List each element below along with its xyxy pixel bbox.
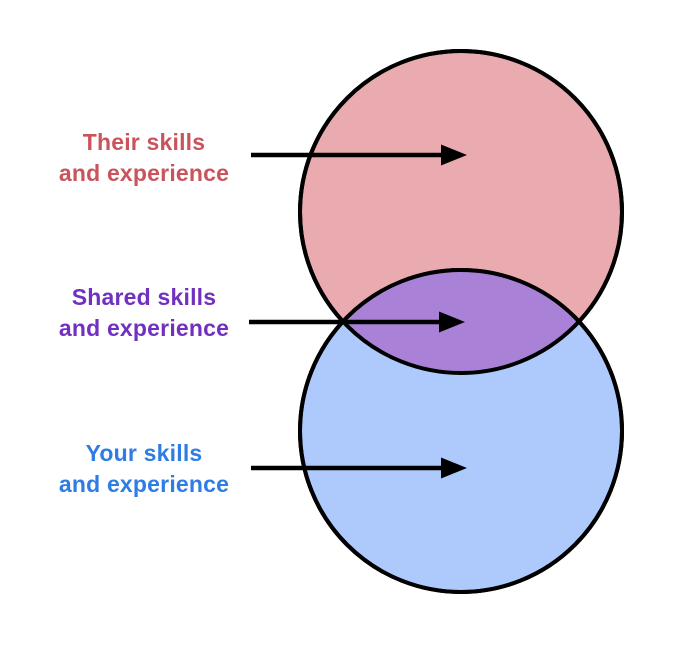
your-arrowhead-icon — [441, 457, 467, 479]
their-arrow — [251, 144, 467, 166]
their-circle-outline — [298, 49, 624, 375]
shared-label: Shared skills and experience — [58, 284, 230, 341]
shared-arrow — [249, 311, 465, 333]
their-arrowhead-icon — [441, 144, 467, 166]
their-label: Their skills and experience — [58, 129, 230, 186]
shared-arrowhead-icon — [439, 311, 465, 333]
your-arrow — [251, 457, 467, 479]
your-circle-outline — [298, 268, 624, 594]
your-label: Your skills and experience — [58, 440, 230, 497]
